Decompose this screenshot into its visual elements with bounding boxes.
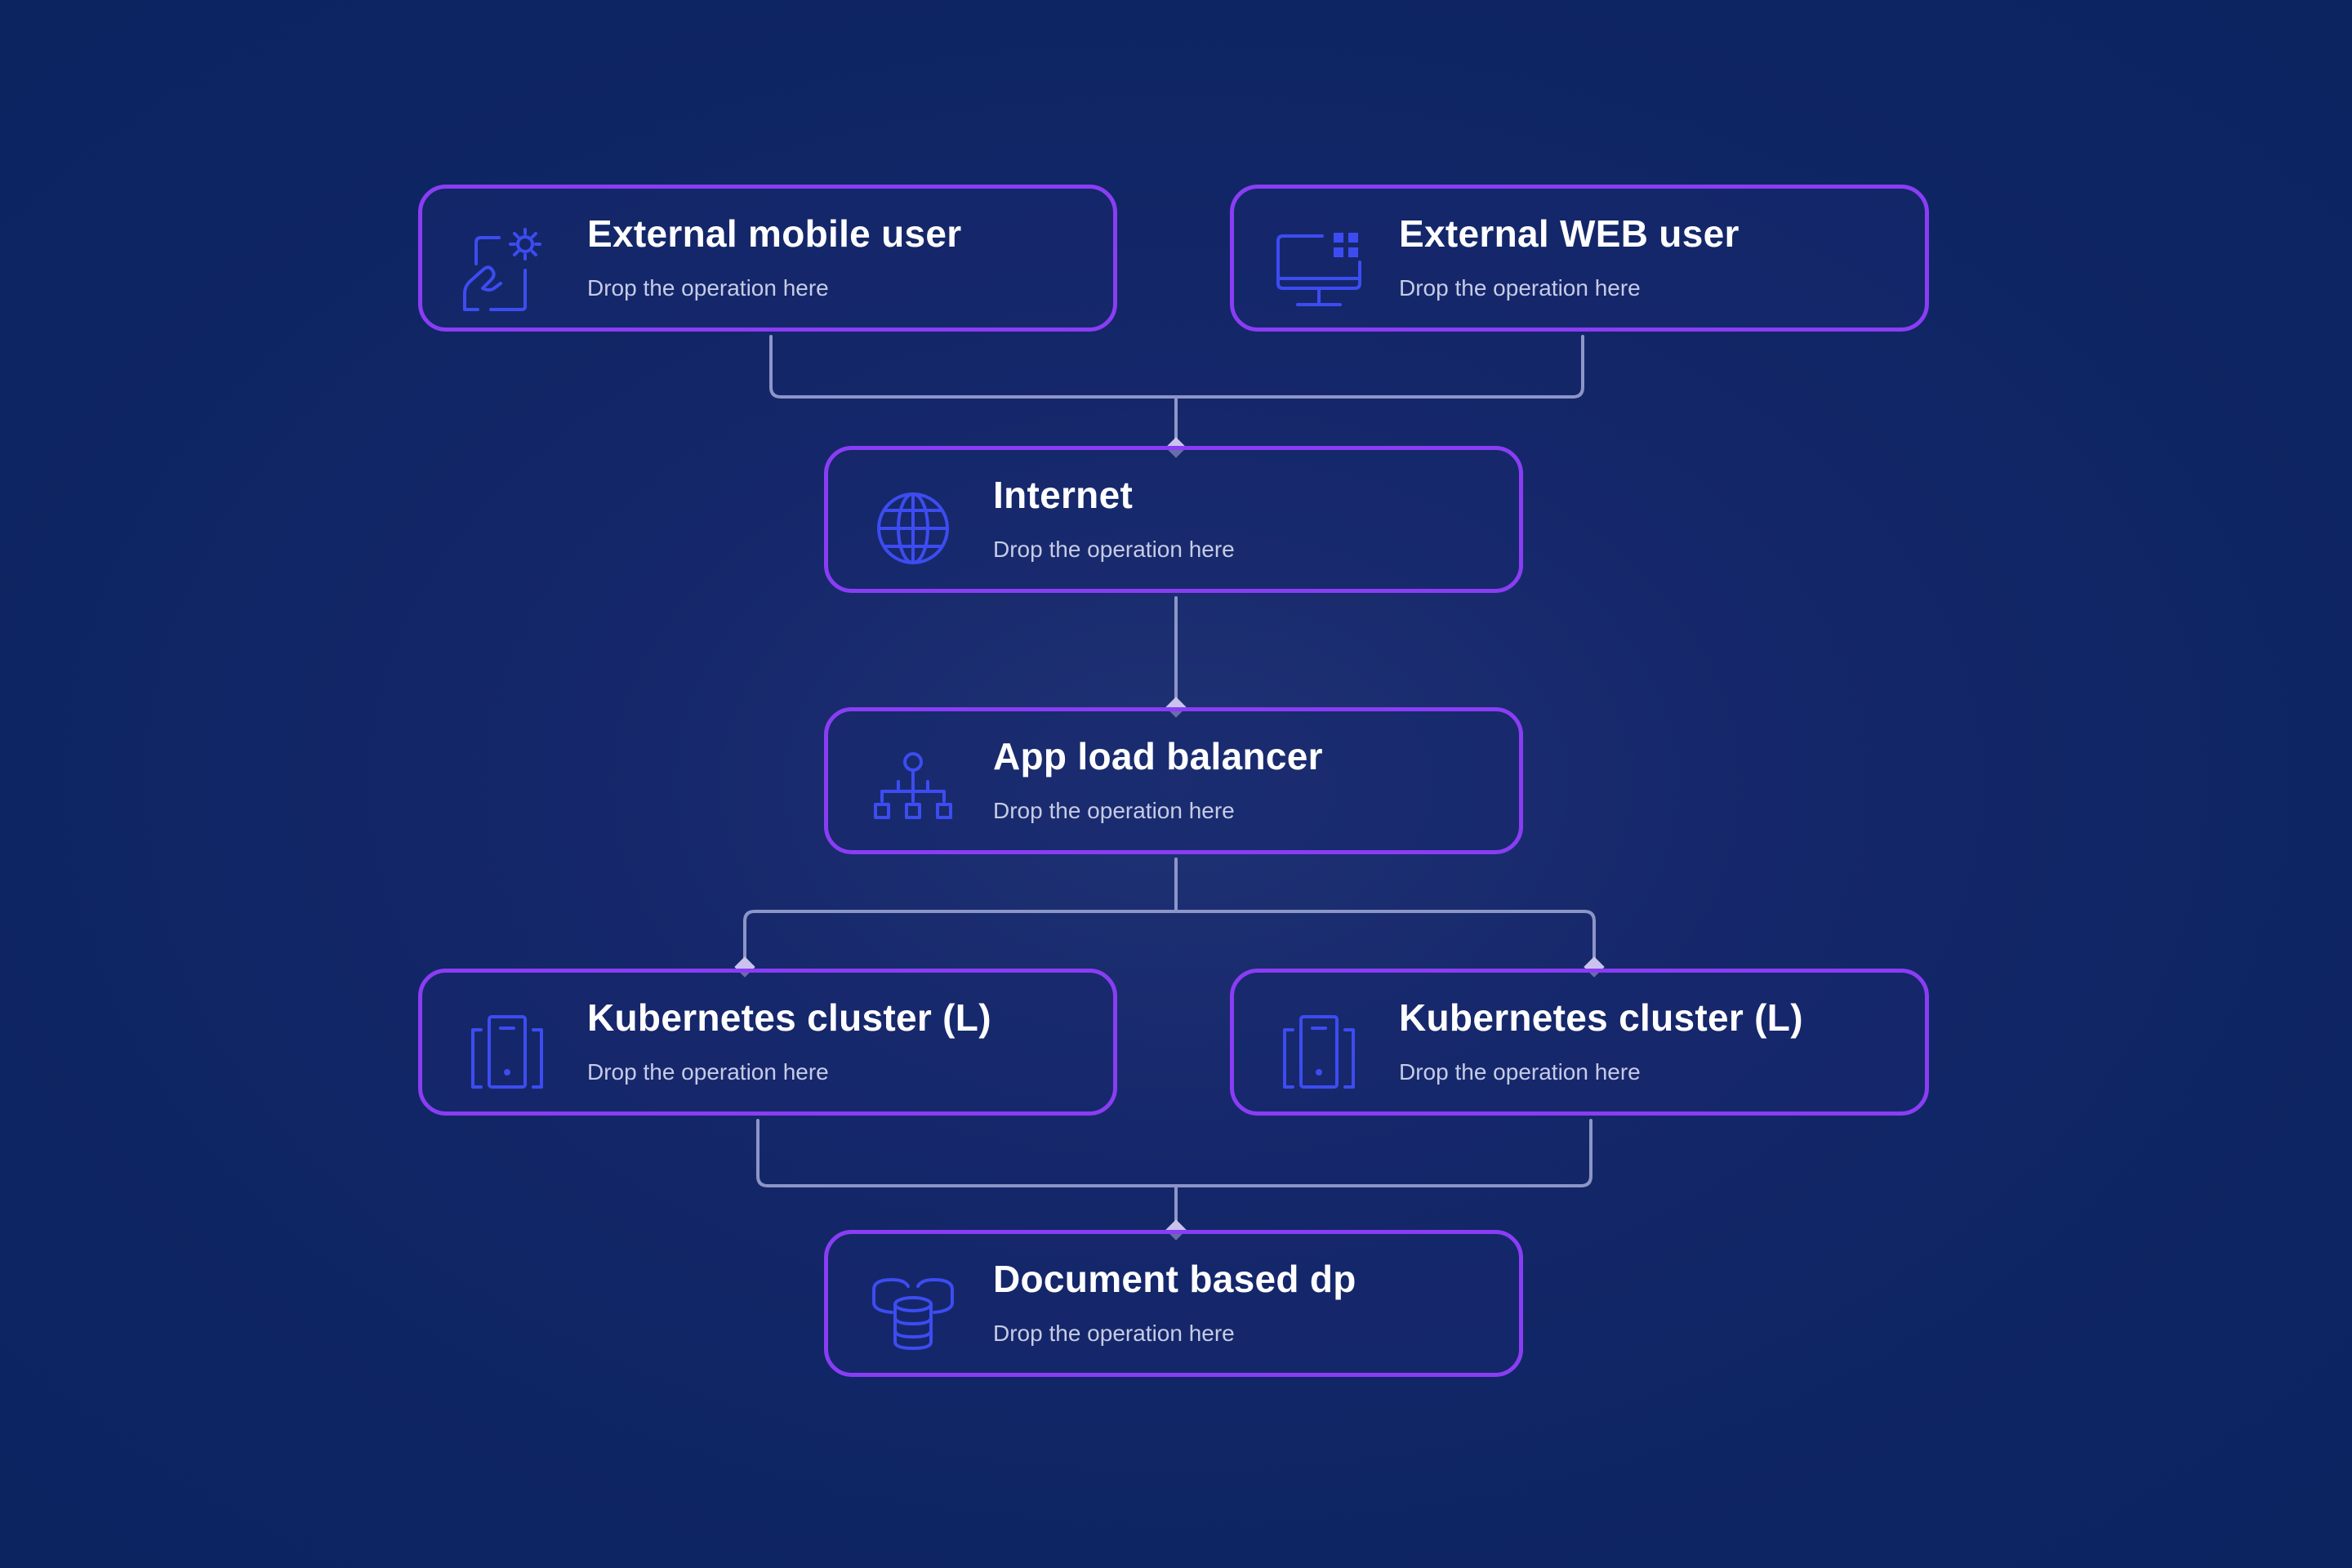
node-title: App load balancer (993, 735, 1323, 777)
node-drop-hint: Drop the operation here (1399, 275, 1641, 301)
edge-web-user-to-internet (1174, 335, 1584, 399)
edge-mobile-user-to-internet (769, 335, 1178, 399)
server-cluster-icon (1273, 1005, 1365, 1097)
node-drop-hint: Drop the operation here (993, 798, 1235, 823)
node-k8s-left[interactable]: Kubernetes cluster (L) Drop the operatio… (418, 969, 1117, 1116)
node-drop-hint: Drop the operation here (587, 1059, 829, 1085)
edge-load-balancer-to-k8s-left (743, 910, 1178, 969)
node-title: Internet (993, 474, 1134, 516)
node-drop-hint: Drop the operation here (993, 1321, 1235, 1346)
edge-k8s-left-to-document-db (756, 1119, 1178, 1187)
node-k8s-right[interactable]: Kubernetes cluster (L) Drop the operatio… (1230, 969, 1929, 1116)
node-document-db[interactable]: Document based dp Drop the operation her… (824, 1230, 1523, 1377)
edge-load-balancer-to-k8s-right (1174, 910, 1596, 969)
mobile-gear-icon (461, 221, 553, 313)
node-title: Kubernetes cluster (L) (1399, 996, 1803, 1039)
node-drop-hint: Drop the operation here (993, 537, 1235, 562)
server-cluster-icon (461, 1005, 553, 1097)
globe-icon (867, 483, 959, 574)
network-hierarchy-icon (867, 744, 959, 835)
database-icon (867, 1267, 959, 1358)
node-title: External mobile user (587, 212, 962, 255)
node-drop-hint: Drop the operation here (1399, 1059, 1641, 1085)
node-title: Document based dp (993, 1258, 1356, 1300)
node-title: External WEB user (1399, 212, 1740, 255)
node-internet[interactable]: Internet Drop the operation here (824, 446, 1523, 593)
node-load-balancer[interactable]: App load balancer Drop the operation her… (824, 707, 1523, 854)
node-mobile-user[interactable]: External mobile user Drop the operation … (418, 185, 1117, 332)
edge-k8s-right-to-document-db (1174, 1119, 1592, 1187)
monitor-icon (1273, 221, 1365, 313)
node-web-user[interactable]: External WEB user Drop the operation her… (1230, 185, 1929, 332)
node-drop-hint: Drop the operation here (587, 275, 829, 301)
node-title: Kubernetes cluster (L) (587, 996, 991, 1039)
